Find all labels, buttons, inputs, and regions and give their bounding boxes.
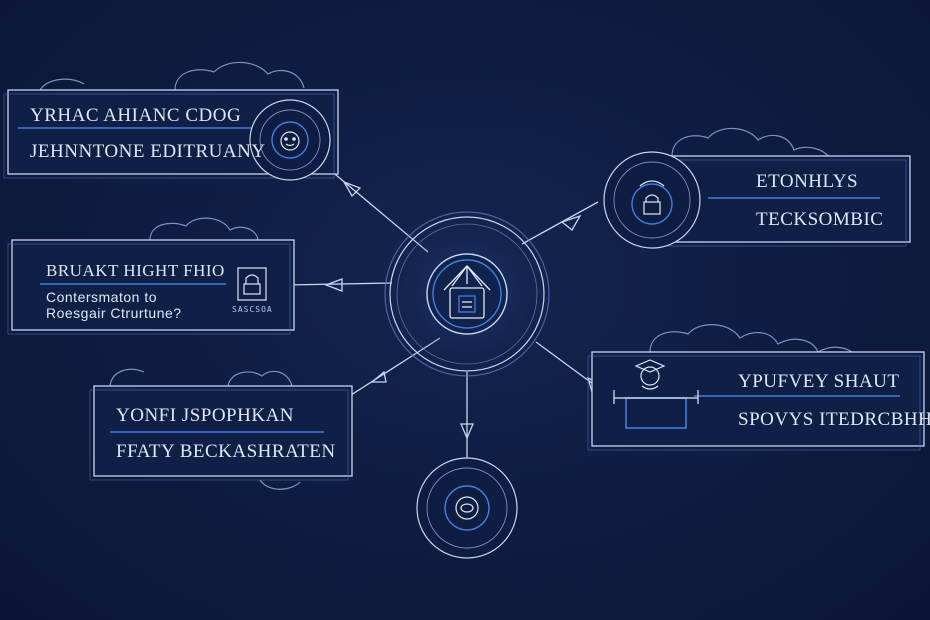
top-right-subtitle: TECKSOMBIC — [756, 209, 884, 230]
arrowhead-top-right — [560, 214, 582, 231]
top-right-title: ETONHLYS — [756, 171, 859, 192]
bottom-left-title: YONFI JSPOPHKAN — [116, 405, 295, 426]
lock-icon-small — [639, 180, 665, 215]
card-top-right — [603, 127, 911, 249]
node-bottom-center — [416, 457, 518, 559]
face-icon — [280, 131, 300, 151]
document-icon — [443, 265, 491, 319]
arrowhead-top-left — [342, 180, 362, 198]
mid-left-line1: Contersmaton to — [46, 289, 157, 305]
card-top-left — [3, 61, 339, 181]
top-left-subtitle: JEHNNTONE EDITRUANY — [30, 141, 266, 162]
card-bottom-right — [587, 324, 925, 451]
mid-left-badge: SASCSOA — [232, 305, 273, 314]
graduate-icon — [613, 359, 699, 429]
lock-icon — [237, 267, 267, 301]
arrowhead-bottom-left-mid — [370, 370, 387, 383]
top-left-title: YRHAC AHIANC CDOG — [30, 105, 242, 126]
mid-left-line2: Roesgair Ctrurtune? — [46, 305, 182, 321]
card-bottom-left — [89, 368, 353, 490]
arrowhead-mid-left — [324, 278, 343, 292]
card-mid-left — [7, 217, 295, 335]
bottom-left-subtitle: FFATY BECKASHRATEN — [116, 441, 336, 462]
bottom-right-title: YPUFVEY SHAUT — [738, 371, 900, 392]
bottom-right-subtitle: SPOVYS ITEDRCBHH — [738, 409, 930, 430]
chain-icon — [455, 496, 479, 520]
central-hub — [369, 196, 565, 392]
arrowhead-bottom-center — [460, 423, 474, 440]
mid-left-title: BRUAKT HIGHT FHIO — [46, 261, 225, 280]
